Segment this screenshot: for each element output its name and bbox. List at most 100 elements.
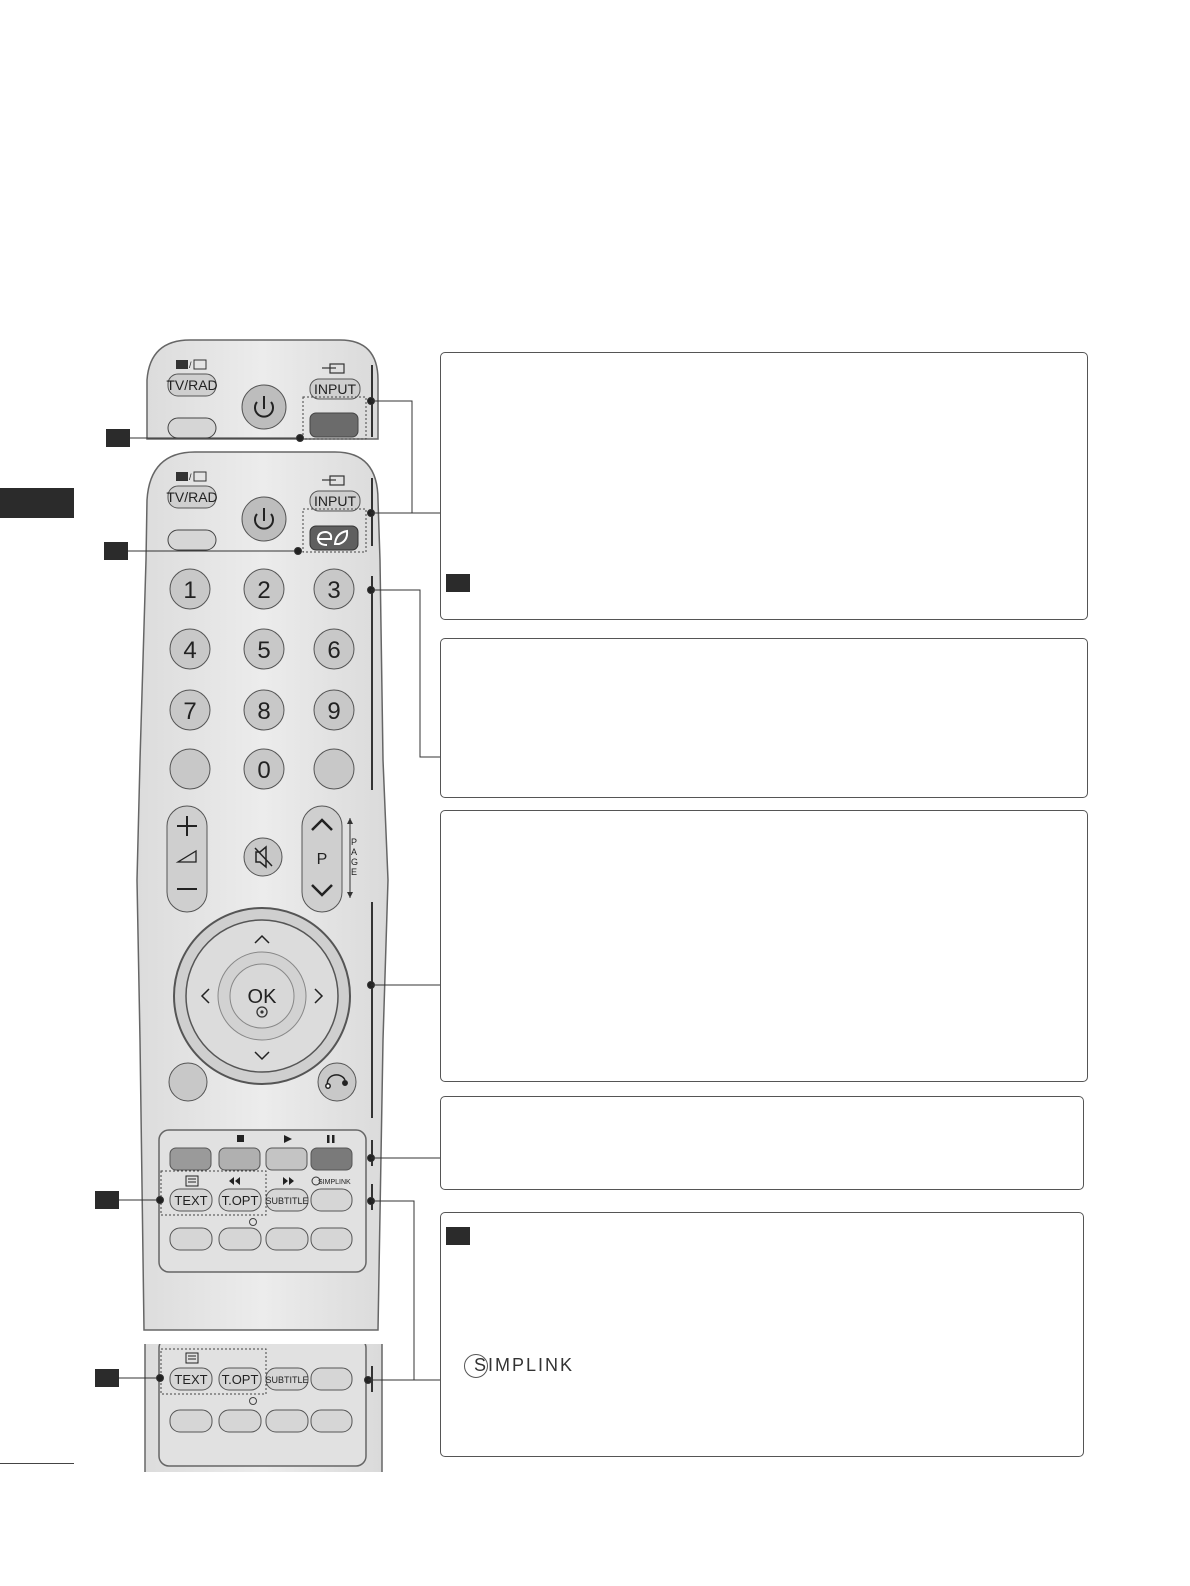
svg-text:7: 7 xyxy=(183,698,196,725)
volume-rocker[interactable] xyxy=(166,805,208,913)
rewind-icon xyxy=(229,1177,240,1185)
digit-button-5[interactable] xyxy=(243,628,285,670)
svg-text:/: / xyxy=(189,472,192,482)
back-button[interactable] xyxy=(317,1062,357,1102)
remote-bottom-variant: TEXT T.OPT SUBTITLE xyxy=(140,1333,390,1472)
digit-button-9[interactable] xyxy=(313,689,355,731)
arrow-up-icon[interactable] xyxy=(254,934,270,944)
description-box-number-buttons xyxy=(440,638,1088,798)
bottom-button-3[interactable] xyxy=(265,1227,309,1251)
play-icon xyxy=(284,1135,292,1143)
footer-rule xyxy=(0,1463,74,1464)
svg-text:G: G xyxy=(351,857,358,867)
input-button[interactable] xyxy=(309,490,361,512)
digit-button-4[interactable] xyxy=(169,628,211,670)
digit-button-7[interactable] xyxy=(169,689,211,731)
simplink-small-logo: SIMPLINK xyxy=(311,1176,351,1186)
text-button[interactable] xyxy=(169,1367,213,1391)
digit-button-6[interactable] xyxy=(313,628,355,670)
power-icon xyxy=(254,508,274,530)
ok-label: OK xyxy=(248,986,278,1008)
simplink-button[interactable] xyxy=(310,1367,353,1391)
teletext-icon xyxy=(185,1352,199,1364)
svg-text:8: 8 xyxy=(257,698,270,725)
t-opt-label: T.OPT xyxy=(222,1193,259,1208)
digit-button-1[interactable] xyxy=(169,568,211,610)
tv-rad-button[interactable] xyxy=(167,485,217,509)
text-label: TEXT xyxy=(174,1193,207,1208)
bottom-button-4[interactable] xyxy=(310,1227,353,1251)
svg-text:2: 2 xyxy=(257,577,270,604)
tv-rad-button[interactable] xyxy=(167,373,217,397)
marker-3 xyxy=(95,1191,119,1209)
marker-2 xyxy=(104,542,128,560)
volume-icon xyxy=(175,816,197,890)
callout-lines xyxy=(119,397,440,1384)
svg-text:4: 4 xyxy=(183,637,196,664)
color-button-3[interactable] xyxy=(265,1147,308,1171)
t-opt-button[interactable] xyxy=(218,1367,262,1391)
color-button-1[interactable] xyxy=(169,1147,212,1171)
bottom-button-1[interactable] xyxy=(169,1409,213,1433)
remote-top-variant: / TV/RAD INPUT xyxy=(146,339,379,440)
blank-oval-button[interactable] xyxy=(167,529,217,551)
simplink-ring-icon xyxy=(464,1354,488,1378)
svg-text:A: A xyxy=(351,847,357,857)
ok-button[interactable] xyxy=(229,963,295,1029)
input-label: INPUT xyxy=(314,381,356,397)
text-button[interactable] xyxy=(169,1188,213,1212)
channel-down-icon xyxy=(311,884,333,897)
svg-text:/: / xyxy=(189,360,192,370)
input-icon xyxy=(322,475,345,486)
tv-rad-label: TV/RAD xyxy=(166,377,217,393)
dark-button[interactable] xyxy=(309,412,359,438)
blank-menu-button[interactable] xyxy=(168,1062,208,1102)
description-box-power-input xyxy=(440,352,1088,620)
digit-button-3[interactable] xyxy=(313,568,355,610)
arrow-right-icon[interactable] xyxy=(314,988,324,1004)
subtitle-label: SUBTITLE xyxy=(265,1196,308,1206)
blank-round-button-left[interactable] xyxy=(169,748,211,790)
bottom-button-4[interactable] xyxy=(310,1409,353,1433)
simplink-logo: SIMPLINK xyxy=(464,1354,574,1378)
remote-main: / TV/RAD INPUT 1 2 3 4 xyxy=(136,451,389,1331)
arrow-down-icon[interactable] xyxy=(254,1051,270,1061)
page-indicator: P A G E xyxy=(347,818,358,898)
subtitle-button[interactable] xyxy=(265,1367,309,1391)
svg-text:P: P xyxy=(351,837,357,847)
svg-text:1: 1 xyxy=(183,577,196,604)
description-box-color-buttons xyxy=(440,1096,1084,1190)
color-button-2[interactable] xyxy=(218,1147,261,1171)
bottom-button-1[interactable] xyxy=(169,1227,213,1251)
simplink-button[interactable] xyxy=(310,1188,353,1212)
t-opt-button[interactable] xyxy=(218,1188,262,1212)
teletext-icon xyxy=(185,1175,199,1187)
energy-saving-icon xyxy=(316,529,349,546)
blank-round-button-right[interactable] xyxy=(313,748,355,790)
svg-text:6: 6 xyxy=(327,637,340,664)
input-button[interactable] xyxy=(309,378,361,400)
bottom-button-3[interactable] xyxy=(265,1409,309,1433)
bottom-button-2[interactable] xyxy=(218,1409,262,1433)
pause-icon xyxy=(327,1135,335,1143)
channel-up-icon xyxy=(311,818,333,831)
color-button-4[interactable] xyxy=(310,1147,353,1171)
tv-radio-icon: / xyxy=(176,471,207,482)
digit-button-2[interactable] xyxy=(243,568,285,610)
digit-button-8[interactable] xyxy=(243,689,285,731)
input-icon xyxy=(322,363,345,374)
fast-forward-icon xyxy=(283,1177,294,1185)
svg-text:SIMPLINK: SIMPLINK xyxy=(318,1179,351,1186)
arrow-left-icon[interactable] xyxy=(200,988,210,1004)
svg-text:E: E xyxy=(351,867,357,877)
back-icon xyxy=(325,1074,348,1089)
blank-oval-button[interactable] xyxy=(167,417,217,439)
channel-label: P xyxy=(317,851,328,868)
digit-button-0[interactable] xyxy=(243,748,285,790)
chapter-tab xyxy=(0,488,74,518)
marker-box xyxy=(446,574,470,592)
tv-rad-label: TV/RAD xyxy=(166,489,217,505)
bottom-button-2[interactable] xyxy=(218,1227,262,1251)
mute-icon xyxy=(254,845,273,869)
